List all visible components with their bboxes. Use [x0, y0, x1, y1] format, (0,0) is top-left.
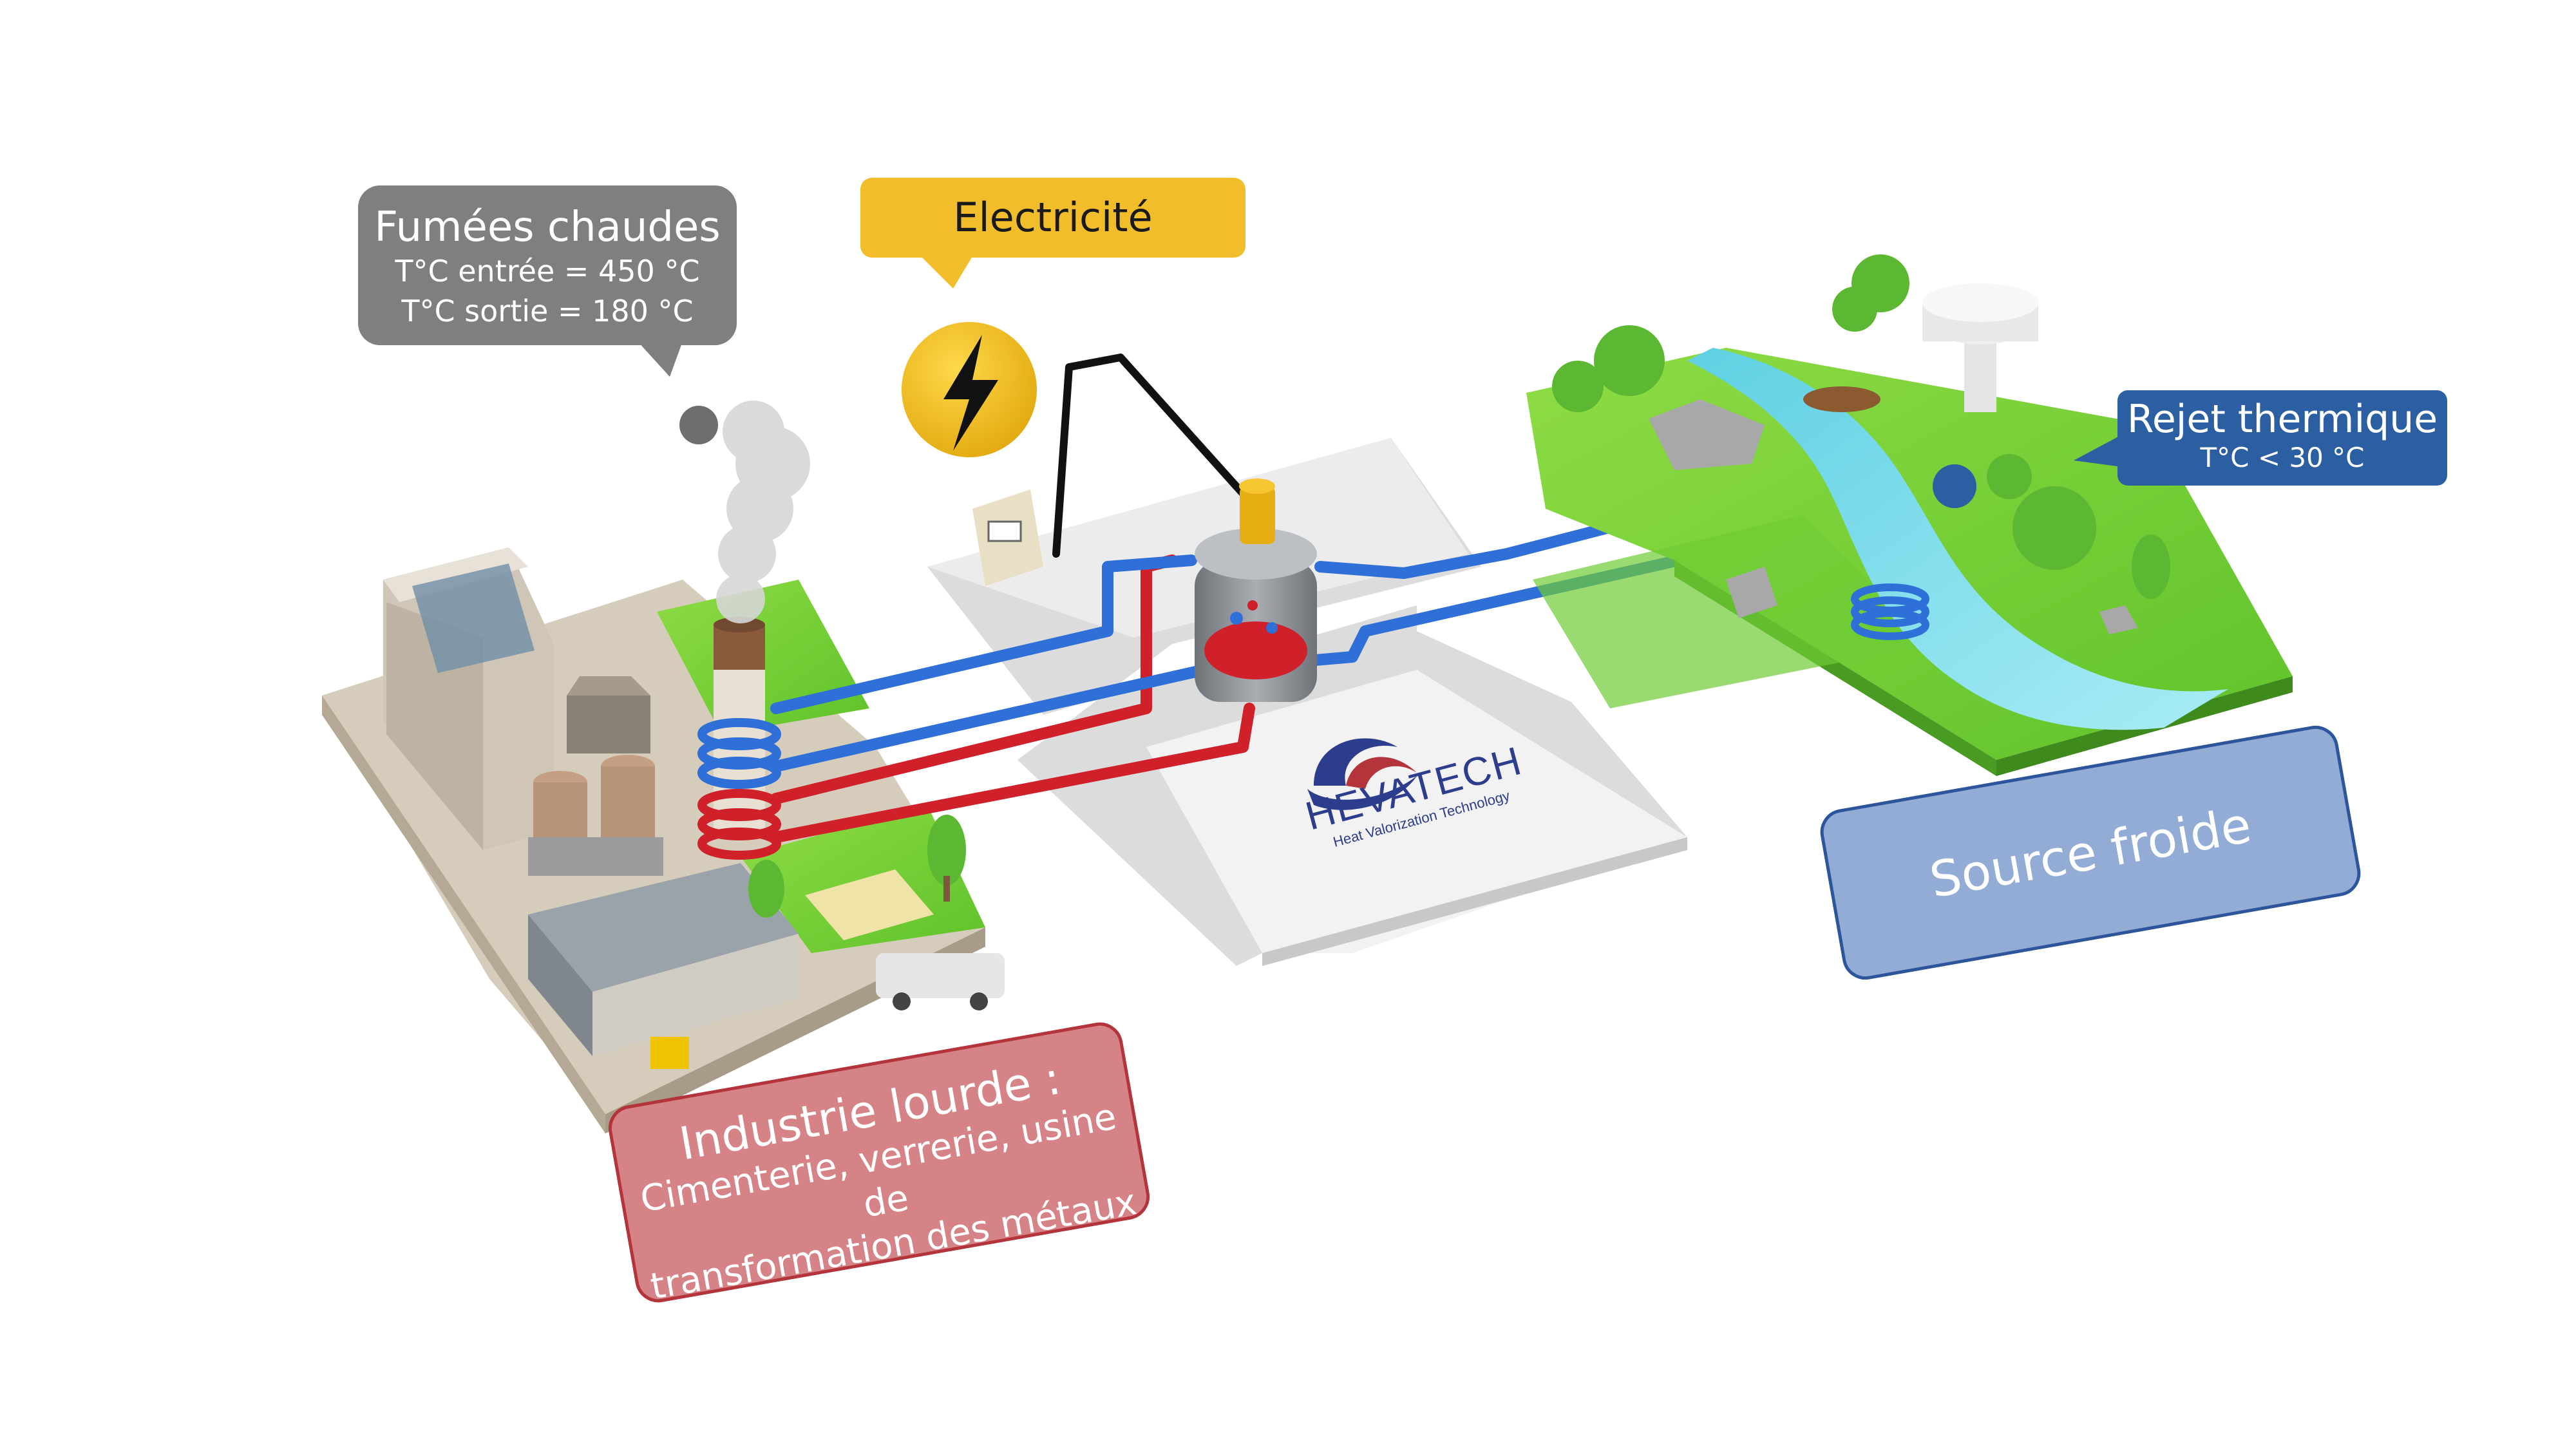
electric-panel	[972, 489, 1043, 586]
callout-fumees-outlet: T°C sortie = 180 °C	[401, 294, 694, 328]
callout-rejet-temp: T°C < 30 °C	[2200, 442, 2365, 473]
chimney	[714, 617, 765, 837]
gray-dot-marker	[679, 406, 718, 444]
water-tower	[1922, 283, 2038, 412]
trees-natural	[1552, 254, 2170, 599]
rocks	[1649, 399, 2138, 634]
callout-pointers	[638, 256, 2122, 467]
warehouse	[528, 863, 799, 1056]
callout-rejet-thermique: Rejet thermique T°C < 30 °C	[2117, 390, 2447, 486]
trees-industrial	[748, 815, 966, 918]
callout-rejet-title: Rejet thermique	[2126, 397, 2438, 442]
smoke-cloud-icon	[716, 401, 810, 623]
lightning-bolt-icon	[902, 322, 1037, 457]
forklift	[650, 1037, 689, 1069]
callout-fumees-inlet: T°C entrée = 450 °C	[395, 254, 700, 289]
natural-site	[1526, 254, 2293, 776]
callout-fumees-chaudes: Fumées chaudes T°C entrée = 450 °C T°C s…	[358, 185, 737, 345]
concrete-truck	[876, 953, 1005, 998]
chimney-coils	[697, 718, 781, 860]
industrial-site	[322, 547, 1005, 1133]
boat	[1803, 386, 1880, 412]
callout-electricite-title: Electricité	[953, 194, 1153, 241]
river-coil	[1851, 583, 1929, 640]
callout-fumees-title: Fumées chaudes	[374, 204, 721, 251]
callout-electricite: Electricité	[860, 178, 1245, 258]
factory-building	[383, 547, 650, 850]
river	[1687, 348, 2228, 730]
silos	[528, 755, 663, 876]
heat-converter-vessel	[1195, 478, 1317, 702]
blue-dot-marker	[1933, 464, 1976, 508]
hevatech-logo-icon	[1307, 738, 1417, 810]
